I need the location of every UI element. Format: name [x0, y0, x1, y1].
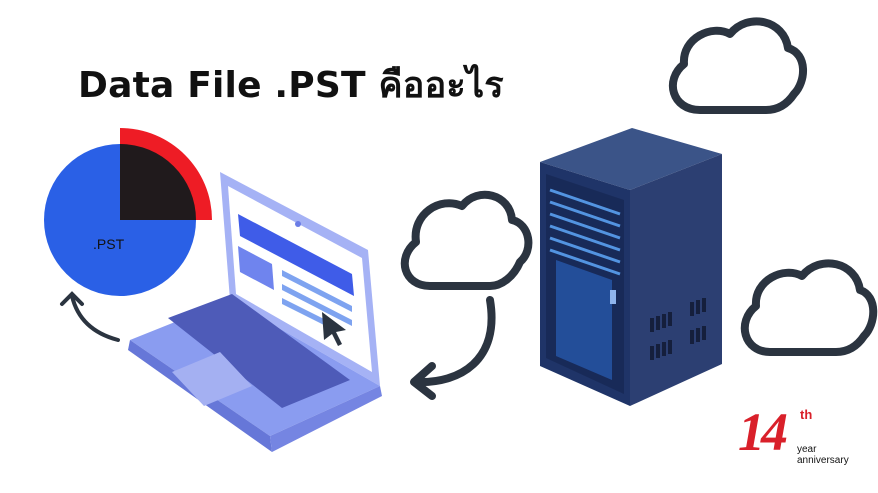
logo-suffix: th [800, 407, 813, 422]
page-title: Data File .PST คืออะไร [78, 65, 504, 106]
arrow-icon [410, 296, 496, 400]
logo-number: 14 [738, 402, 788, 462]
cloud-icon [400, 190, 533, 290]
server-icon [540, 128, 722, 406]
cloud-icon [740, 259, 878, 356]
arrow-icon [60, 291, 120, 342]
cloud-icon [668, 17, 808, 114]
anniversary-logo: 14 th year anniversary [738, 405, 868, 475]
pie-label: .PST [93, 236, 125, 252]
cursor-icon [322, 312, 346, 346]
pie-chart-icon [44, 128, 212, 296]
logo-year: year [797, 444, 817, 455]
logo-anniversary: anniversary [797, 455, 849, 466]
